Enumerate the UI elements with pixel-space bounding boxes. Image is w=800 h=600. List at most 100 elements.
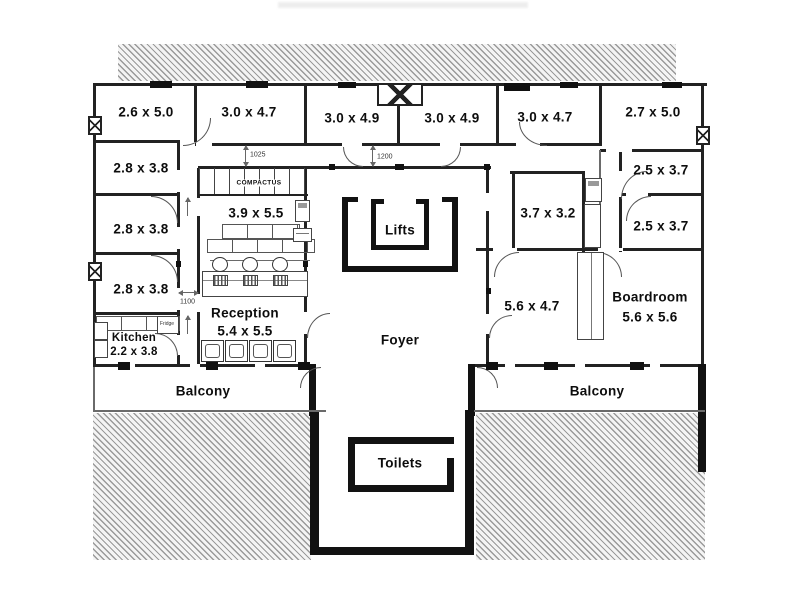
door-opening <box>606 149 632 152</box>
wall-segment <box>497 143 600 146</box>
wall-block <box>150 81 172 88</box>
wall-segment <box>619 193 704 196</box>
room-label: 3.7 x 3.2 <box>520 205 576 221</box>
kitchen-unit <box>94 322 108 340</box>
storage-cupboard <box>584 204 601 248</box>
wall-segment <box>472 364 704 367</box>
room-label: Kitchen <box>111 332 157 344</box>
lift-shaft-wall <box>452 198 458 272</box>
wall-segment <box>701 83 704 367</box>
room-label: 5.6 x 5.6 <box>622 309 678 325</box>
dimension-label: 1025 <box>250 151 266 159</box>
wall-block <box>484 164 490 170</box>
scan-artifact <box>278 2 528 8</box>
wall-segment <box>348 437 454 444</box>
lift-shaft-wall <box>342 198 348 272</box>
room-label: 2.5 x 3.7 <box>633 218 689 234</box>
wall-block <box>118 362 130 370</box>
chair-icon <box>213 275 228 286</box>
wall-segment <box>304 86 307 146</box>
door-opening <box>177 288 180 310</box>
wall-segment <box>582 172 585 252</box>
wall-segment <box>698 364 706 472</box>
room-label: 5.4 x 5.5 <box>217 323 273 339</box>
room-label: 2.8 x 3.8 <box>113 221 169 237</box>
waiting-chair-icon <box>273 340 296 362</box>
wall-block <box>395 164 404 170</box>
door-opening <box>516 143 540 146</box>
door-arc <box>151 196 178 223</box>
wall-segment <box>93 193 179 196</box>
waiting-chair-icon <box>249 340 272 362</box>
door-opening <box>650 364 660 367</box>
wall-segment <box>310 410 319 555</box>
window-column-icon <box>696 126 710 145</box>
room-label: 2.8 x 3.8 <box>113 160 169 176</box>
hatched-area-top <box>118 44 676 81</box>
kitchen-unit <box>94 340 108 358</box>
room-label: 3.9 x 5.5 <box>228 205 284 221</box>
room-label: Foyer <box>380 332 420 348</box>
wall-block <box>206 362 218 370</box>
direction-arrow <box>184 197 191 216</box>
door-opening <box>197 198 200 216</box>
wall-block <box>303 261 308 267</box>
wall-segment <box>348 485 454 492</box>
door-arc <box>183 118 211 146</box>
wall-segment <box>599 86 602 146</box>
room-label: Balcony <box>569 383 625 399</box>
door-opening <box>486 193 489 211</box>
room-label: 3.0 x 4.7 <box>221 104 277 120</box>
door-opening <box>505 364 515 367</box>
wall-segment <box>93 140 179 143</box>
door-opening <box>255 364 265 367</box>
lift-cab-wall <box>371 199 384 204</box>
wall-segment <box>93 83 96 367</box>
room-label: 2.6 x 5.0 <box>118 104 174 120</box>
door-arc <box>626 196 651 221</box>
wall-block <box>338 82 356 88</box>
wall-segment <box>600 149 702 152</box>
room-label: Balcony <box>175 383 231 399</box>
room-label: 3.0 x 4.9 <box>324 110 380 126</box>
room-label: 3.0 x 4.9 <box>424 110 480 126</box>
dimension-label: 1200 <box>377 153 393 161</box>
lift-shaft-wall <box>342 266 458 272</box>
window-column-icon <box>88 116 102 135</box>
photocopier-icon <box>585 178 602 202</box>
chair-icon <box>242 257 258 272</box>
bench-line <box>210 260 310 261</box>
door-opening <box>177 170 180 192</box>
lift-cab-wall <box>424 199 429 250</box>
room-label: 2.8 x 3.8 <box>113 281 169 297</box>
compactus-label: COMPACTUS <box>234 179 284 187</box>
room-label: 3.0 x 4.7 <box>517 109 573 125</box>
chair-icon <box>272 257 288 272</box>
waiting-chair-icon <box>225 340 248 362</box>
door-arc <box>343 147 363 167</box>
lift-cab-wall <box>371 245 429 250</box>
balcony-edge <box>93 367 95 412</box>
wall-block <box>504 83 530 91</box>
wall-block <box>544 362 558 370</box>
wall-block <box>298 362 310 370</box>
direction-arrow <box>184 315 191 334</box>
room-label: Lifts <box>385 222 415 238</box>
wall-block <box>486 362 498 370</box>
chair-icon <box>212 257 228 272</box>
door-arc <box>300 367 321 388</box>
dimension-arrow <box>369 145 376 167</box>
door-opening <box>598 248 623 251</box>
lift-cab-wall <box>371 199 376 250</box>
wall-segment <box>468 364 475 416</box>
fridge-icon <box>157 316 179 334</box>
wall-segment <box>309 364 316 416</box>
workbench <box>207 239 315 253</box>
door-arc <box>151 255 178 282</box>
hatched-area-bottom-right <box>476 413 705 560</box>
room-label: Boardroom <box>612 289 688 305</box>
door-opening <box>575 364 585 367</box>
wall-block <box>176 261 181 267</box>
wall-segment <box>93 252 179 255</box>
